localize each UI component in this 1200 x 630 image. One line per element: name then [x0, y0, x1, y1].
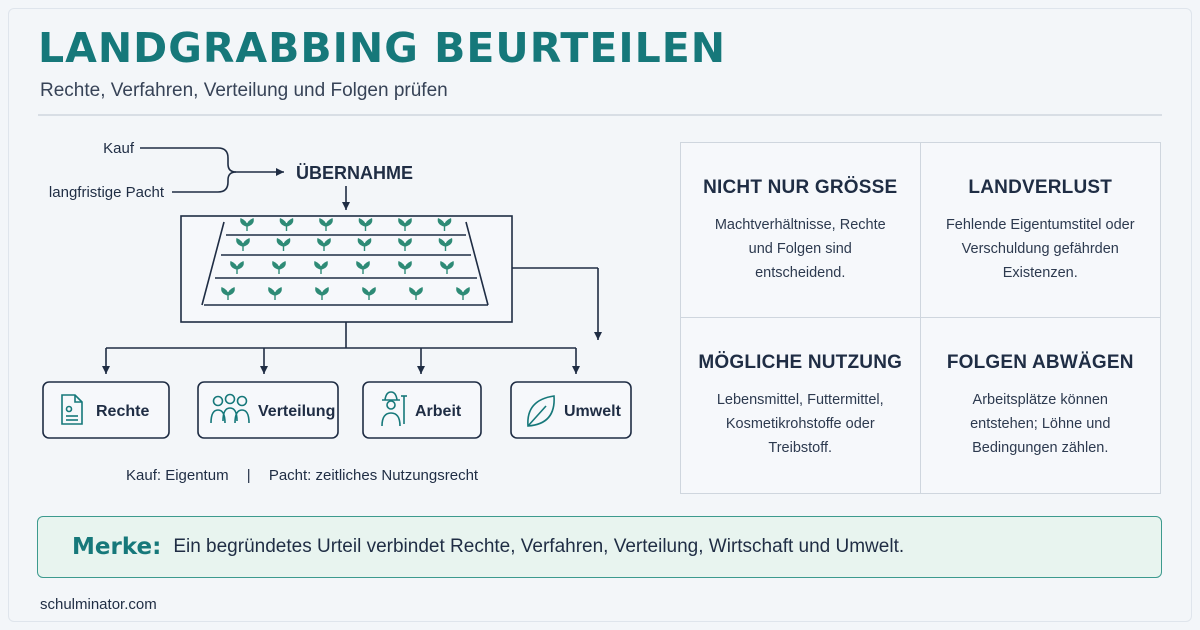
card-text: Lebensmittel, Futtermittel, Kosmetikrohs…: [716, 392, 884, 456]
page-title: LANDGRABBING BEURTEILEN: [38, 24, 727, 72]
outcome-label-verteilung: Verteilung: [258, 403, 335, 420]
sprout-icon: [438, 238, 453, 251]
sprout-icon: [440, 261, 454, 274]
sprout-icon: [358, 218, 373, 231]
legend-separator: |: [246, 467, 251, 484]
outcome-arbeit: Arbeit: [362, 381, 482, 439]
sprout-icon: [272, 261, 286, 274]
card-text: Arbeitsplätze können entstehen; Löhne un…: [970, 392, 1111, 456]
card-text: Fehlende Eigentumstitel oder Verschuldun…: [945, 217, 1135, 281]
distribution-lines: [106, 267, 598, 349]
input-brace: [140, 147, 237, 193]
sprout-icon: [398, 261, 412, 274]
title-divider: [38, 114, 1162, 116]
field-box: [180, 215, 513, 323]
merke-box: Merke: Ein begründetes Urteil verbindet …: [37, 516, 1162, 578]
merke-text: Ein begründetes Urteil verbindet Rechte,…: [173, 536, 905, 557]
card-nicht-nur-groesse: NICHT NUR GRÖSSE Machtverhältnisse, Rech…: [681, 143, 921, 318]
card-title: LANDVERLUST: [968, 177, 1113, 198]
people-icon: [210, 393, 250, 424]
distribution-arrows: [102, 268, 602, 374]
takeover-label: ÜBERNAHME: [296, 163, 413, 183]
footer-source: schulminator.com: [40, 596, 157, 613]
outcome-rechte: Rechte: [42, 381, 170, 439]
sprout-icon: [240, 218, 254, 231]
input-label-pacht: langfristige Pacht: [49, 184, 165, 201]
sprout-icon: [276, 238, 291, 251]
card-text: Machtverhältnisse, Rechte und Folgen sin…: [714, 217, 886, 281]
merke-label: Merke:: [72, 534, 162, 560]
legend-pacht: Pacht: zeitliches Nutzungsrecht: [268, 467, 479, 484]
sprout-icon: [437, 218, 452, 231]
card-title: MÖGLICHE NUTZUNG: [698, 352, 903, 373]
field-furrows: [201, 221, 489, 306]
sprout-icon: [357, 238, 372, 251]
outcome-label-rechte: Rechte: [96, 403, 149, 420]
sprout-icon: [398, 238, 412, 251]
info-card-grid: NICHT NUR GRÖSSE Machtverhältnisse, Rech…: [680, 142, 1161, 494]
sprout-icon: [279, 218, 294, 231]
sprout-icon: [362, 287, 376, 300]
sprout-icon: [314, 261, 328, 274]
sprout-icon: [236, 238, 250, 251]
farmer-icon: [381, 391, 407, 427]
sprout-icon: [319, 218, 333, 231]
sprout-icon: [456, 287, 470, 300]
sprout-icon: [230, 261, 244, 274]
outcome-verteilung: Verteilung: [197, 381, 339, 439]
card-moegliche-nutzung: MÖGLICHE NUTZUNG Lebensmittel, Futtermit…: [681, 318, 921, 493]
outcome-label-umwelt: Umwelt: [564, 403, 622, 420]
page-subtitle: Rechte, Verfahren, Verteilung und Folgen…: [40, 80, 448, 101]
sprout-icon: [315, 287, 329, 300]
sprout-icon: [356, 261, 370, 274]
input-label-kauf: Kauf: [103, 140, 135, 157]
card-title: NICHT NUR GRÖSSE: [703, 177, 898, 198]
page-frame: [8, 8, 1192, 622]
outcome-umwelt: Umwelt: [510, 381, 632, 439]
outcome-label-arbeit: Arbeit: [415, 403, 462, 420]
sprout-icon: [317, 238, 331, 251]
legend-kauf: Kauf: Eigentum: [126, 467, 229, 484]
sprout-icon: [221, 287, 235, 300]
diagram-legend: Kauf: Eigentum | Pacht: zeitliches Nutzu…: [126, 467, 478, 484]
card-folgen-abwaegen: FOLGEN ABWÄGEN Arbeitsplätze können ents…: [921, 318, 1161, 493]
card-landverlust: LANDVERLUST Fehlende Eigentumstitel oder…: [920, 143, 1160, 318]
sprout-icon: [409, 287, 423, 300]
leaf-icon: [527, 395, 555, 427]
sprout-icon: [268, 287, 282, 300]
landgrab-flow-diagram: Kauf langfristige Pacht ÜBERNAHME: [42, 140, 632, 439]
field-plants: [221, 218, 470, 300]
sprout-icon: [398, 218, 412, 231]
card-title: FOLGEN ABWÄGEN: [946, 352, 1134, 373]
document-icon: [61, 394, 83, 425]
